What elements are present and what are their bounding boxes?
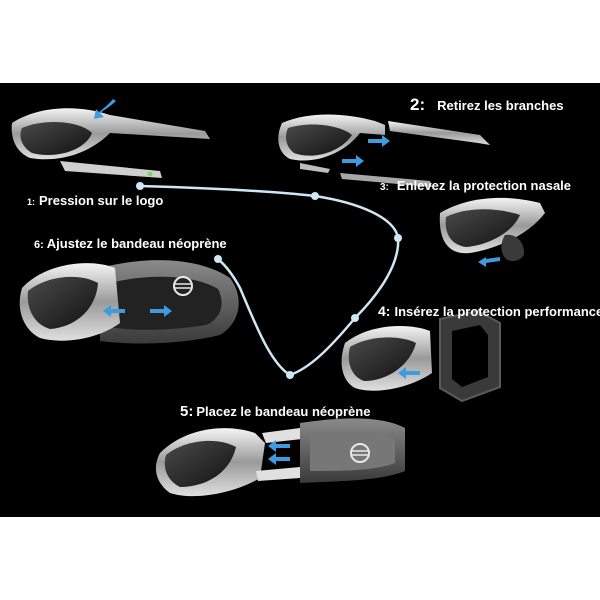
- connector-dot: [214, 255, 222, 263]
- step-number: 3:: [380, 182, 389, 193]
- glasses-step-2: [278, 114, 490, 187]
- glasses-step-1: [11, 99, 211, 178]
- illustration: [11, 99, 545, 497]
- connector-dot: [394, 234, 402, 242]
- direction-arrow-icon: [103, 305, 125, 317]
- glasses-step-5: [155, 418, 405, 497]
- brand-logo-icon: [350, 443, 370, 463]
- direction-arrow-icon: [268, 440, 290, 452]
- step-5-label: 5:Placez le bandeau néoprène: [180, 403, 370, 420]
- connector-dot: [351, 314, 359, 322]
- connector-path: [139, 184, 400, 377]
- step-number: 1:: [27, 197, 36, 207]
- direction-arrow-icon: [368, 135, 390, 147]
- step-2-label: 2: Retirez les branches: [410, 95, 564, 115]
- instruction-panel: 1:Pression sur le logo 2: Retirez les bra…: [0, 83, 600, 517]
- step-3-label: 3: Enlevez la protection nasale: [380, 178, 571, 193]
- step-6-label: 6:Ajustez le bandeau néoprène: [34, 236, 227, 251]
- step-text: Pression sur le logo: [39, 193, 164, 208]
- step-text: Enlevez la protection nasale: [396, 178, 572, 193]
- step-1-label: 1:Pression sur le logo: [27, 193, 163, 208]
- step-number: 2:: [410, 95, 426, 114]
- step-number: 5:: [180, 403, 194, 420]
- glasses-step-4: [341, 309, 501, 403]
- step-text: Placez le bandeau néoprène: [196, 404, 371, 419]
- step-number: 6:: [34, 239, 44, 251]
- direction-arrow-icon: [268, 453, 290, 465]
- step-text: Insérez la protection performance: [394, 304, 600, 319]
- brand-logo-icon: [173, 276, 193, 296]
- glasses-step-6: [19, 260, 239, 344]
- connector-dot: [136, 182, 144, 190]
- glasses-step-3: [439, 197, 545, 267]
- connector-dot: [311, 192, 319, 200]
- connector-dot: [286, 371, 294, 379]
- direction-arrow-icon: [150, 305, 172, 317]
- step-number: 4:: [378, 303, 391, 319]
- step-text: Ajustez le bandeau néoprène: [46, 236, 227, 251]
- direction-arrow-icon: [398, 367, 420, 379]
- press-arrow-icon: [94, 99, 116, 119]
- step-4-label: 4:Insérez la protection performance: [378, 303, 600, 319]
- step-text: Retirez les branches: [437, 98, 564, 113]
- direction-arrow-icon: [478, 257, 500, 267]
- direction-arrow-icon: [342, 155, 364, 167]
